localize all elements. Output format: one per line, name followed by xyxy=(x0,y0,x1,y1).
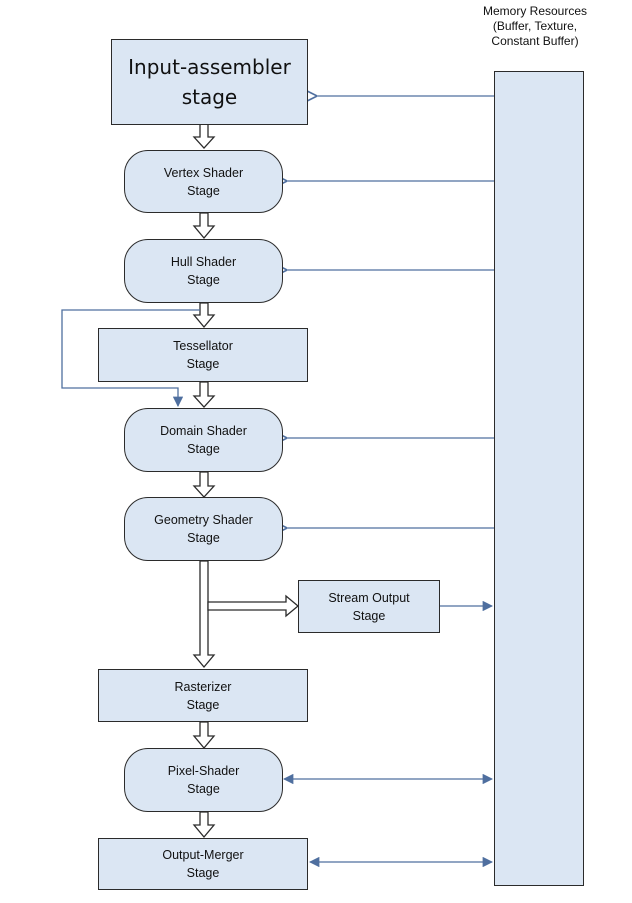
rasterizer-stage: Rasterizer Stage xyxy=(98,669,308,722)
geometry-shader-stage: Geometry Shader Stage xyxy=(124,497,283,561)
hull-shader-label: Hull Shader Stage xyxy=(170,255,237,287)
input-assembler-label: Input-assembler stage xyxy=(128,55,291,109)
pixel-shader-label: Pixel-Shader Stage xyxy=(167,764,240,796)
domain-shader-label: Domain Shader Stage xyxy=(160,424,247,456)
flow-arrow-ia-vs xyxy=(192,123,216,149)
tessellator-label: Tessellator Stage xyxy=(173,339,233,371)
input-assembler-stage: Input-assembler stage xyxy=(111,39,308,125)
hull-to-domain-connector xyxy=(61,309,200,408)
flow-arrow-tess-ds xyxy=(192,381,216,408)
flow-arrow-hs-tess xyxy=(192,302,216,329)
memory-resources-label: Memory Resources (Buffer, Texture, Const… xyxy=(482,4,588,48)
rasterizer-label: Rasterizer Stage xyxy=(174,679,232,712)
hull-shader-stage: Hull Shader Stage xyxy=(124,239,283,303)
geometry-shader-label: Geometry Shader Stage xyxy=(154,513,253,545)
output-merger-label: Output-Merger Stage xyxy=(162,848,244,880)
flow-arrow-gs-streamout xyxy=(207,594,300,618)
memory-resources-bar xyxy=(494,71,584,886)
vertex-shader-label: Vertex Shader Stage xyxy=(163,165,244,198)
stream-output-stage: Stream Output Stage xyxy=(298,580,440,633)
pixel-shader-stage: Pixel-Shader Stage xyxy=(124,748,283,812)
output-merger-stage: Output-Merger Stage xyxy=(98,838,308,890)
flow-arrow-ps-om xyxy=(192,811,216,839)
vertex-shader-stage: Vertex Shader Stage xyxy=(124,150,283,213)
flow-arrow-vs-hs xyxy=(192,212,216,240)
tessellator-stage: Tessellator Stage xyxy=(98,328,308,382)
stream-output-label: Stream Output Stage xyxy=(328,590,410,623)
domain-shader-stage: Domain Shader Stage xyxy=(124,408,283,472)
flow-arrow-gs-rast xyxy=(192,560,216,669)
flow-arrow-rast-ps xyxy=(192,721,216,750)
flow-arrow-ds-gs xyxy=(192,471,216,498)
